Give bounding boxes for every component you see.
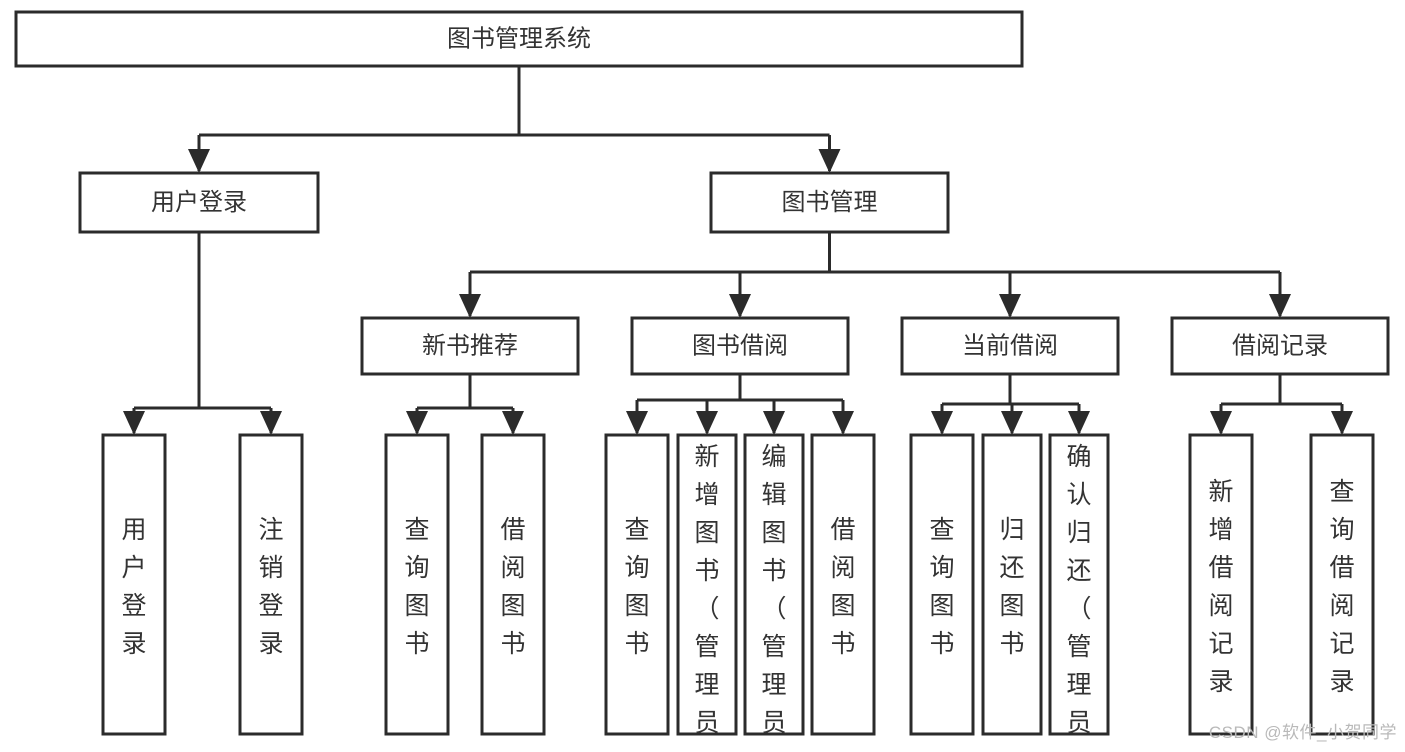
node-book-borrow[interactable]: 图书借阅	[630, 316, 850, 376]
node-label-book-borrow: 图书借阅	[692, 332, 788, 359]
node-new-book-rec[interactable]: 新书推荐	[360, 316, 580, 376]
node-label-new-book-rec: 新书推荐	[422, 332, 518, 359]
node-box-leaf-confirm-return	[1048, 433, 1110, 736]
node-leaf-add-record[interactable]: 新增借阅记录	[1188, 433, 1254, 736]
node-label-leaf-borrow-book-2: 借阅图书	[830, 516, 855, 658]
node-current-borrow[interactable]: 当前借阅	[900, 316, 1120, 376]
node-box-leaf-return-book	[981, 433, 1043, 736]
node-label-leaf-logout: 注销登录	[258, 516, 283, 658]
connector-group-book-borrow	[626, 374, 854, 435]
node-box-leaf-borrow-book-2	[810, 433, 876, 736]
node-label-leaf-user-login: 用户登录	[121, 516, 146, 658]
csdn-watermark: CSDN @软件_小贺同学	[1208, 723, 1397, 742]
node-box-user-login	[78, 171, 320, 234]
node-box-leaf-edit-book	[743, 433, 805, 736]
node-box-leaf-add-record	[1188, 433, 1254, 736]
node-leaf-confirm-return[interactable]: 确认归还（管理员）	[1048, 433, 1110, 752]
node-box-leaf-borrow-book-1	[480, 433, 546, 736]
node-label-current-borrow: 当前借阅	[962, 332, 1058, 359]
node-box-book-manage	[709, 171, 950, 234]
node-user-login[interactable]: 用户登录	[78, 171, 320, 234]
node-box-leaf-query-book-2	[604, 433, 670, 736]
node-box-leaf-logout	[238, 433, 304, 736]
node-leaf-borrow-book-2[interactable]: 借阅图书	[810, 433, 876, 736]
node-box-borrow-record	[1170, 316, 1390, 376]
node-root[interactable]: 图书管理系统	[14, 10, 1024, 68]
node-leaf-logout[interactable]: 注销登录	[238, 433, 304, 736]
nodes-layer: 图书管理系统用户登录图书管理新书推荐图书借阅当前借阅借阅记录用户登录注销登录查询…	[14, 10, 1390, 752]
node-box-leaf-query-book-3	[909, 433, 975, 736]
node-label-leaf-query-book-2: 查询图书	[624, 516, 649, 658]
node-leaf-add-book[interactable]: 新增图书（管理员）	[676, 433, 738, 752]
node-label-root: 图书管理系统	[447, 25, 591, 52]
node-label-leaf-query-book-1: 查询图书	[404, 516, 429, 658]
node-box-root	[14, 10, 1024, 68]
node-box-leaf-add-book	[676, 433, 738, 736]
node-box-book-borrow	[630, 316, 850, 376]
connector-group-new-book-rec	[406, 374, 524, 435]
node-label-user-login: 用户登录	[151, 189, 247, 216]
node-label-leaf-return-book: 归还图书	[999, 516, 1024, 658]
node-box-new-book-rec	[360, 316, 580, 376]
node-label-leaf-query-book-3: 查询图书	[929, 516, 954, 658]
node-leaf-query-record[interactable]: 查询借阅记录	[1309, 433, 1375, 736]
connector-group-book-manage	[459, 232, 1291, 318]
connector-group-borrow-record	[1210, 374, 1353, 435]
node-leaf-user-login[interactable]: 用户登录	[101, 433, 167, 736]
node-label-book-manage: 图书管理	[782, 189, 878, 216]
node-label-leaf-borrow-book-1: 借阅图书	[500, 516, 525, 658]
node-leaf-borrow-book-1[interactable]: 借阅图书	[480, 433, 546, 736]
node-label-borrow-record: 借阅记录	[1232, 332, 1328, 359]
node-leaf-query-book-1[interactable]: 查询图书	[384, 433, 450, 736]
node-leaf-edit-book[interactable]: 编辑图书（管理员）	[743, 433, 805, 752]
node-box-leaf-query-book-1	[384, 433, 450, 736]
node-label-leaf-query-record: 查询借阅记录	[1329, 478, 1354, 696]
node-label-leaf-add-book: 新增图书（管理员）	[694, 443, 719, 747]
node-leaf-query-book-3[interactable]: 查询图书	[909, 433, 975, 736]
node-label-leaf-add-record: 新增借阅记录	[1208, 478, 1233, 696]
node-borrow-record[interactable]: 借阅记录	[1170, 316, 1390, 376]
node-box-leaf-user-login	[101, 433, 167, 736]
connector-group-current-borrow	[931, 374, 1090, 435]
node-label-leaf-edit-book: 编辑图书（管理员）	[761, 443, 786, 747]
node-leaf-query-book-2[interactable]: 查询图书	[604, 433, 670, 736]
node-leaf-return-book[interactable]: 归还图书	[981, 433, 1043, 736]
connector-group-user-login	[123, 232, 282, 435]
connectors-layer	[123, 66, 1353, 435]
node-box-current-borrow	[900, 316, 1120, 376]
node-box-leaf-query-record	[1309, 433, 1375, 736]
connector-group-root	[188, 66, 841, 173]
node-label-leaf-confirm-return: 确认归还（管理员）	[1066, 443, 1091, 747]
node-book-manage[interactable]: 图书管理	[709, 171, 950, 234]
